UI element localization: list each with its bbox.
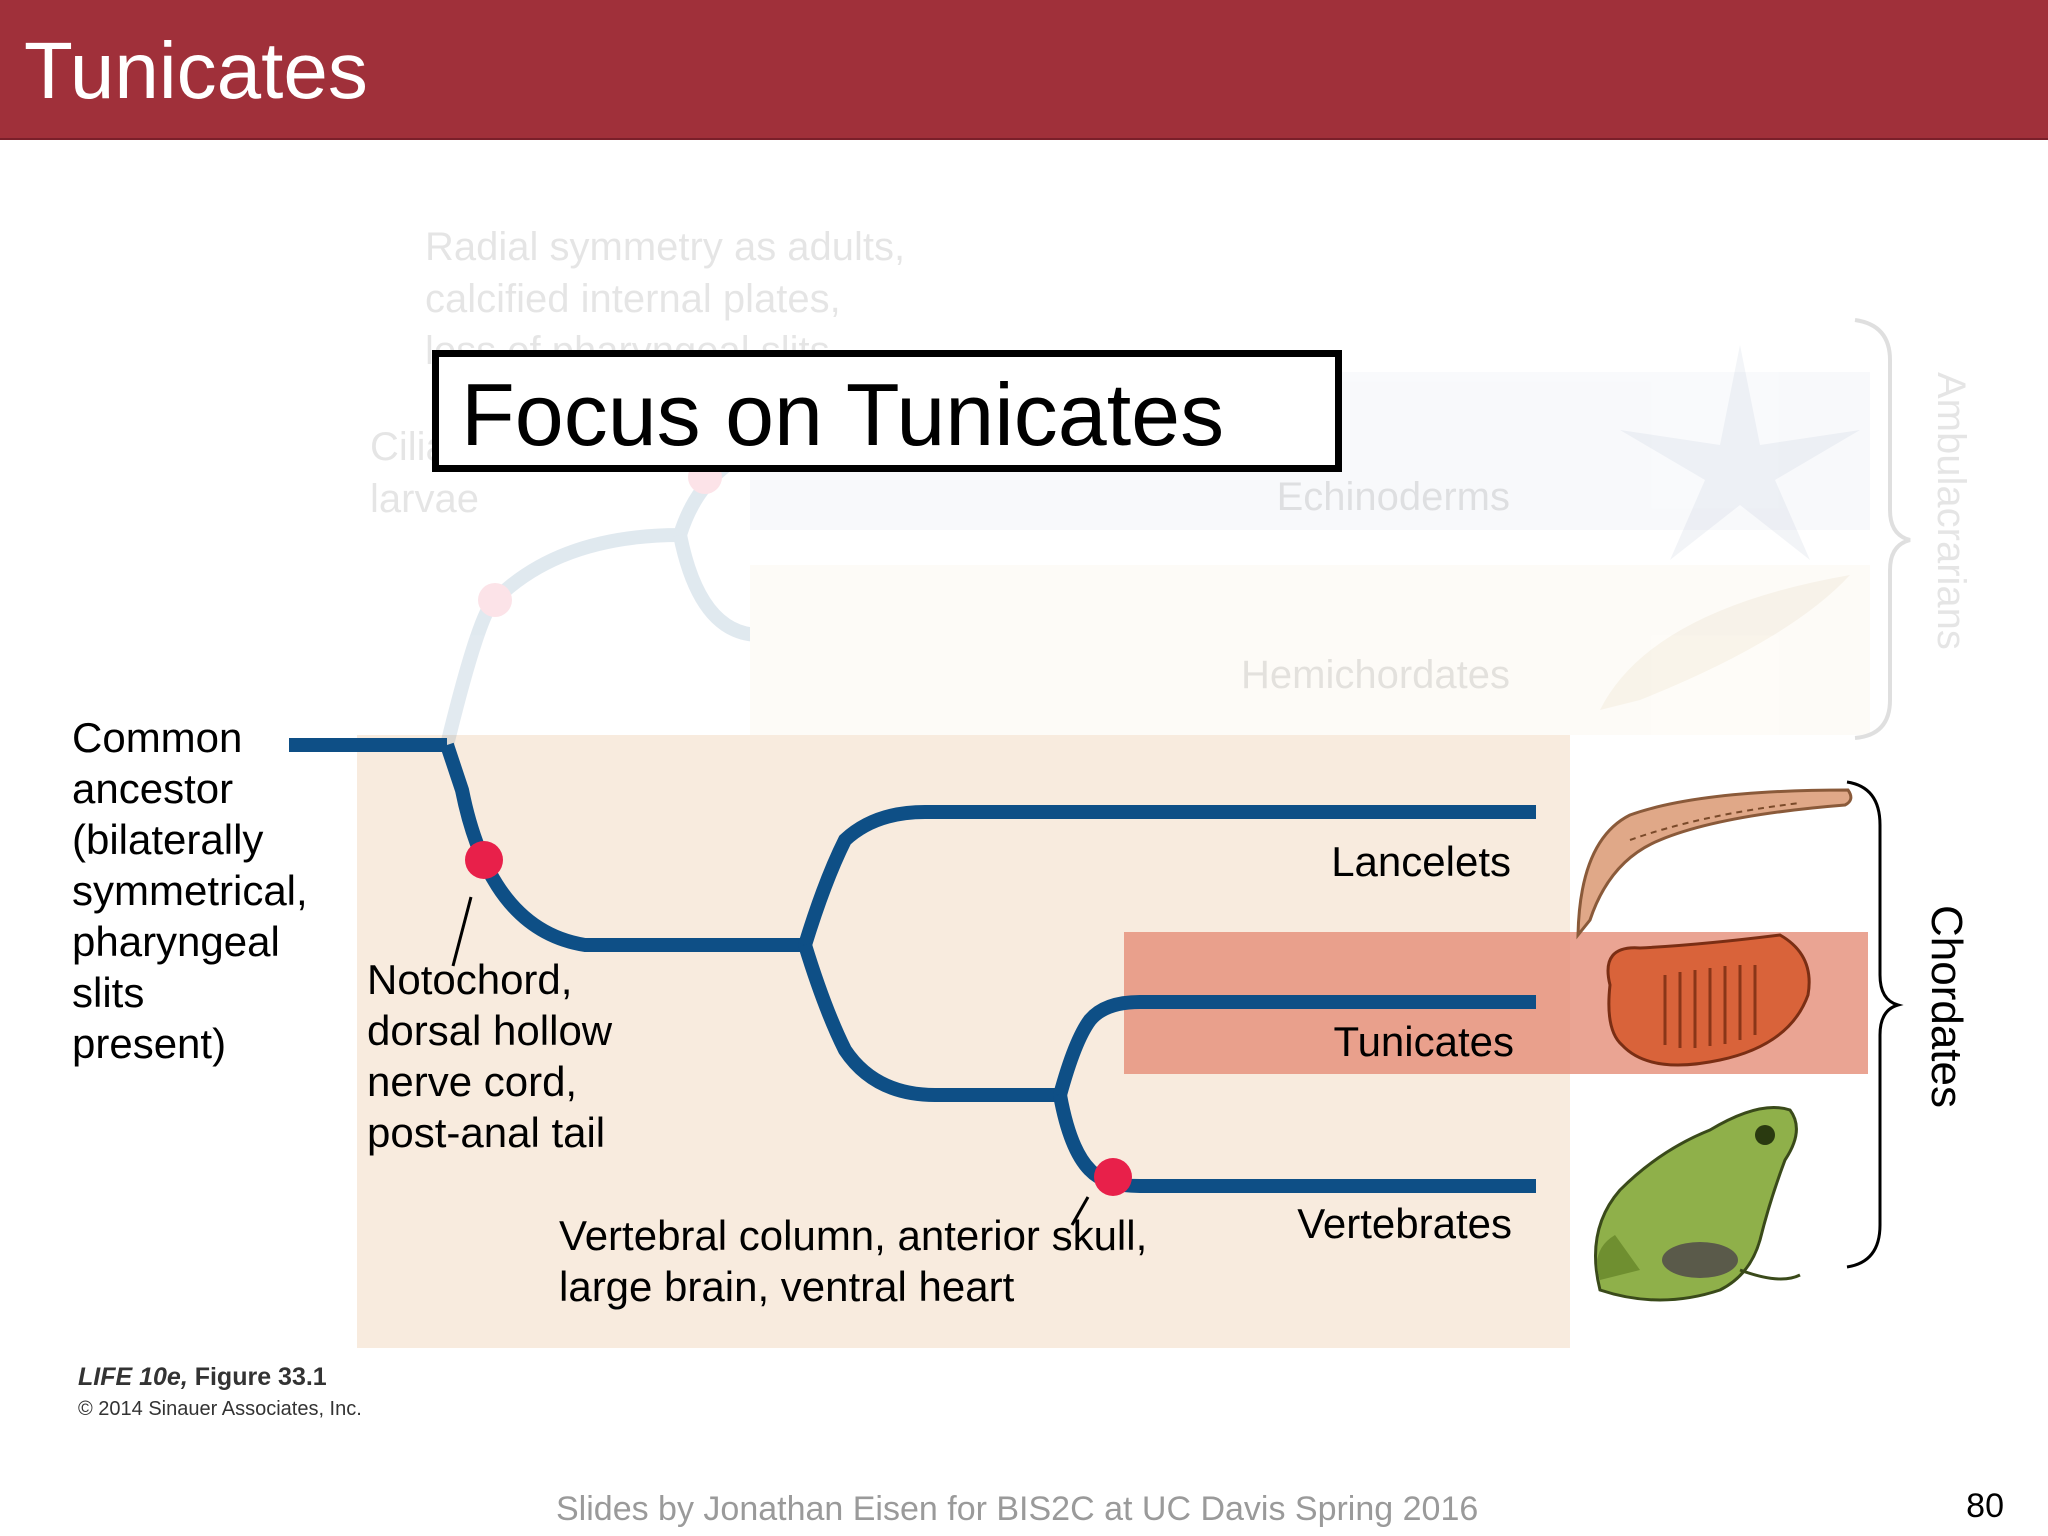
figure-credit: LIFE 10e, Figure 33.1 — [78, 1363, 327, 1392]
branch-chordate-stem — [440, 742, 805, 952]
page-number: 80 — [1966, 1487, 2004, 1525]
notochord-trait-label: Notochord, dorsal hollow nerve cord, pos… — [367, 956, 624, 1156]
faded-branch-hemi — [673, 533, 1535, 642]
branch-lancelets — [798, 805, 1536, 948]
chordates-bracket — [1846, 780, 1904, 1269]
copyright-notice: © 2014 Sinauer Associates, Inc. — [78, 1398, 362, 1420]
faded-clade-ambulacrarians: Ambulacrarians — [1929, 372, 1973, 650]
faded-bracket-ambulacrarians — [1854, 318, 1911, 740]
focus-banner: Focus on Tunicates — [432, 350, 1342, 472]
root-label: Common ancestor (bilaterally symmetrical… — [72, 714, 319, 1067]
slide-title: Tunicates — [24, 26, 368, 115]
credit-figure: Figure 33.1 — [187, 1363, 327, 1391]
vertebrate-pointer — [1070, 1196, 1090, 1226]
acorn-worm-icon — [1600, 575, 1850, 710]
lancelet-icon — [1576, 788, 1853, 940]
faded-taxon-hemichordates: Hemichordates — [1241, 653, 1510, 697]
vertebrate-trait-label: Vertebral column, anterior skull, large … — [559, 1212, 1159, 1310]
faded-organisms — [1600, 345, 1860, 710]
notochord-dot — [465, 841, 503, 879]
frog-icon — [1594, 1106, 1801, 1302]
slide-footer: Slides by Jonathan Eisen for BIS2C at UC… — [556, 1490, 1479, 1528]
faded-taxon-echinoderms: Echinoderms — [1277, 475, 1510, 519]
title-bar: Tunicates — [0, 0, 2048, 140]
vertebrate-dot — [1094, 1158, 1132, 1196]
taxon-label-tunicates: Tunicates — [1333, 1018, 1514, 1065]
clade-label-chordates: Chordates — [1922, 905, 1971, 1108]
notochord-pointer — [451, 896, 473, 967]
faded-branch-stem — [440, 594, 500, 747]
tunicate-icon — [1606, 933, 1811, 1067]
branch-olfactores — [798, 942, 1060, 1102]
taxon-label-vertebrates: Vertebrates — [1297, 1200, 1512, 1247]
starfish-icon — [1620, 345, 1860, 560]
focus-banner-text: Focus on Tunicates — [461, 365, 1225, 464]
credit-book: LIFE 10e, — [78, 1363, 188, 1391]
faded-synapomorphy-dot — [478, 583, 512, 617]
branch-tunicates — [1053, 995, 1536, 1097]
taxon-label-lancelets: Lancelets — [1331, 838, 1511, 885]
faded-hemichordate-band — [750, 565, 1870, 735]
